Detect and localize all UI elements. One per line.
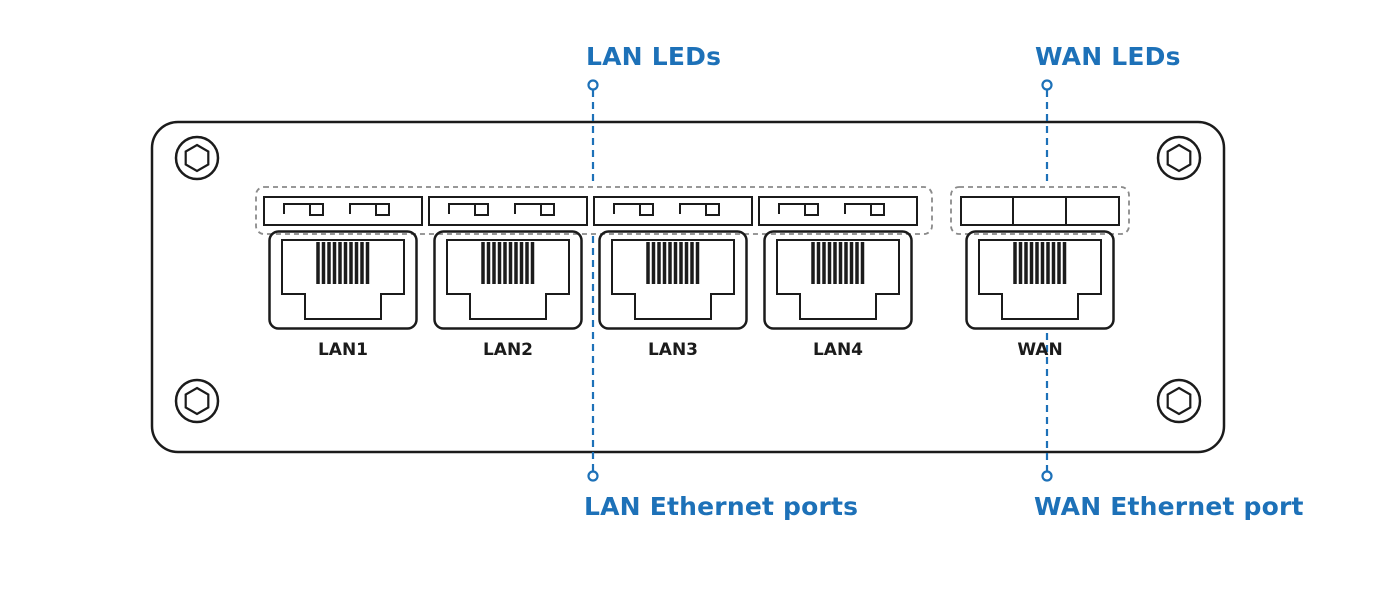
port-label-lan3: LAN3 [647, 340, 699, 360]
wan-leds-marker [1041, 79, 1053, 91]
lan4-port [762, 229, 914, 331]
device-faceplate [150, 120, 1226, 454]
lan1-led-strip [263, 196, 423, 226]
screw-bottom-right [1156, 378, 1202, 424]
lan2-led-strip [428, 196, 588, 226]
wan-port-callout: WAN Ethernet port [1034, 492, 1304, 521]
lan-ports-marker [587, 470, 599, 482]
screw-bottom-left [174, 378, 220, 424]
wan-led-group-outline [950, 186, 1130, 235]
screw-top-left [174, 135, 220, 181]
port-label-lan1: LAN1 [317, 340, 369, 360]
lan-leds-callout: LAN LEDs [586, 42, 722, 71]
lan-ports-callout: LAN Ethernet ports [584, 492, 859, 521]
lan1-port [267, 229, 419, 331]
lan-leds-marker [587, 79, 599, 91]
wan-port-marker [1041, 470, 1053, 482]
lan2-port [432, 229, 584, 331]
port-label-lan4: LAN4 [812, 340, 864, 360]
wan-leds-callout: WAN LEDs [1035, 42, 1181, 71]
port-label-lan2: LAN2 [482, 340, 534, 360]
lan-led-group-outline [255, 186, 933, 235]
port-label-wan: WAN [1017, 340, 1063, 360]
wan-port [964, 229, 1116, 331]
lan4-led-strip [758, 196, 918, 226]
wan-led-strip [960, 196, 1120, 226]
lan3-led-strip [593, 196, 753, 226]
lan3-port [597, 229, 749, 331]
screw-top-right [1156, 135, 1202, 181]
